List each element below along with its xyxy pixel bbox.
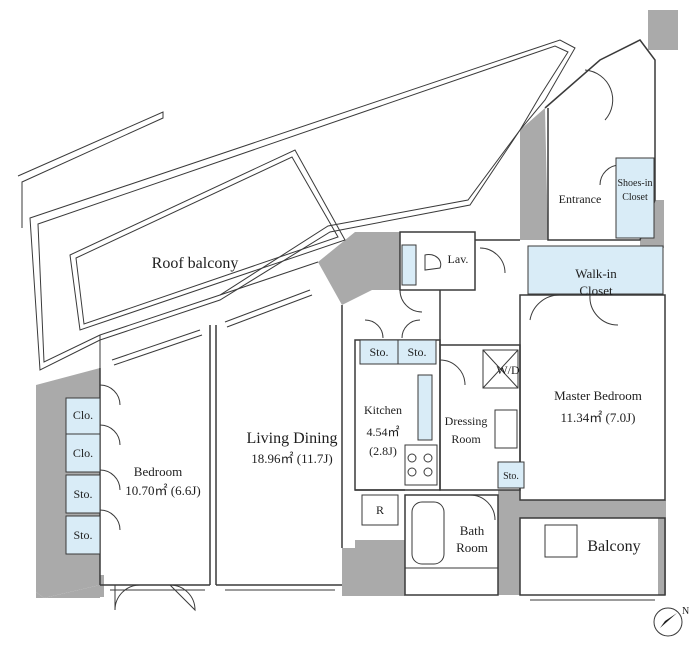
wall-balcony-right <box>658 500 666 595</box>
dressing-storage <box>497 461 525 489</box>
storage-units <box>65 157 664 555</box>
column-center <box>318 232 400 305</box>
wall-balcony-top <box>520 500 665 518</box>
kitchen-label: Kitchen <box>364 403 402 417</box>
bedroom-closet-2-label: Clo. <box>73 446 93 460</box>
bedroom-area: 10.70㎡ (6.6J) <box>125 483 200 498</box>
wall-kitchen-bottom <box>342 540 405 596</box>
master-bedroom-label: Master Bedroom <box>554 388 642 403</box>
shoes-in-closet-label-2: Closet <box>622 192 648 203</box>
shoes-in-closet-label-1: Shoes-in <box>618 178 653 189</box>
compass-arrow-icon <box>660 613 677 628</box>
room-labels: Roof balcony Living Dining 18.96㎡ (11.7J… <box>73 178 653 555</box>
wall-bottom-left <box>98 575 104 597</box>
windows <box>110 289 655 601</box>
bedroom-closet-1 <box>65 397 101 435</box>
compass-ring <box>653 607 683 637</box>
structural-walls <box>36 10 678 598</box>
dressing-room-label-1: Dressing <box>445 414 488 428</box>
kitchen-area-text: 4.54㎡ <box>366 425 399 439</box>
bedroom-storage-1-label: Sto. <box>73 487 92 501</box>
balcony-area <box>519 517 666 596</box>
roof-balcony-label: Roof balcony <box>152 255 239 272</box>
balcony-unit <box>544 524 578 558</box>
kitchen-sink <box>417 374 433 441</box>
kitchen-storage-2 <box>397 339 437 365</box>
compass: N <box>653 606 689 637</box>
walk-in-closet-label-2: Closet <box>579 283 613 298</box>
kitchen-storage-1 <box>359 339 399 365</box>
dressing-sink <box>494 409 518 449</box>
lavatory-area <box>399 231 476 291</box>
fixtures <box>361 254 578 596</box>
balcony-label: Balcony <box>587 538 640 555</box>
walk-in-closet <box>527 245 664 295</box>
bedroom-closet-2 <box>65 433 101 473</box>
bath-counter <box>404 567 499 596</box>
master-bedroom-area <box>519 294 666 501</box>
bedroom-closet-1-label: Clo. <box>73 408 93 422</box>
walk-in-closet-label-1: Walk-in <box>575 266 617 281</box>
bedroom-storage-1 <box>65 474 101 514</box>
bedroom-storage-2 <box>65 515 101 555</box>
kitchen-jo: (2.8J) <box>369 444 397 458</box>
lav-counter <box>401 244 417 286</box>
dressing-storage-label: Sto. <box>503 471 519 482</box>
kitchen-stove <box>404 444 438 486</box>
lavatory-label: Lav. <box>448 252 469 266</box>
bath-room-label-2: Room <box>456 540 488 555</box>
washer-dryer-label: W/D <box>496 363 520 377</box>
dressing-room-label-2: Room <box>451 432 481 446</box>
wall-bottom-corner <box>36 585 100 598</box>
column-top-right <box>648 10 678 50</box>
living-dining-area: 18.96㎡ (11.7J) <box>251 451 333 466</box>
washer-dryer-box <box>482 349 519 389</box>
entrance-label: Entrance <box>559 192 602 206</box>
bedroom-label: Bedroom <box>134 464 182 479</box>
wall-bath <box>498 490 520 595</box>
bath-room-label-1: Bath <box>460 523 485 538</box>
living-dining-label: Living Dining <box>246 430 337 447</box>
bathtub <box>411 501 445 565</box>
kitchen-storage-1-label: Sto. <box>369 345 388 359</box>
column-right-upper <box>520 108 548 240</box>
kitchen-storage-2-label: Sto. <box>407 345 426 359</box>
refrigerator-box <box>361 494 399 526</box>
toilet <box>424 254 442 271</box>
roof-balcony-outline <box>17 39 576 371</box>
master-bedroom-area: 11.34㎡ (7.0J) <box>561 410 636 425</box>
shoes-in-closet <box>615 157 655 239</box>
compass-north-label: N <box>682 606 689 617</box>
refrigerator-label: R <box>376 503 384 517</box>
bedroom-storage-2-label: Sto. <box>73 528 92 542</box>
